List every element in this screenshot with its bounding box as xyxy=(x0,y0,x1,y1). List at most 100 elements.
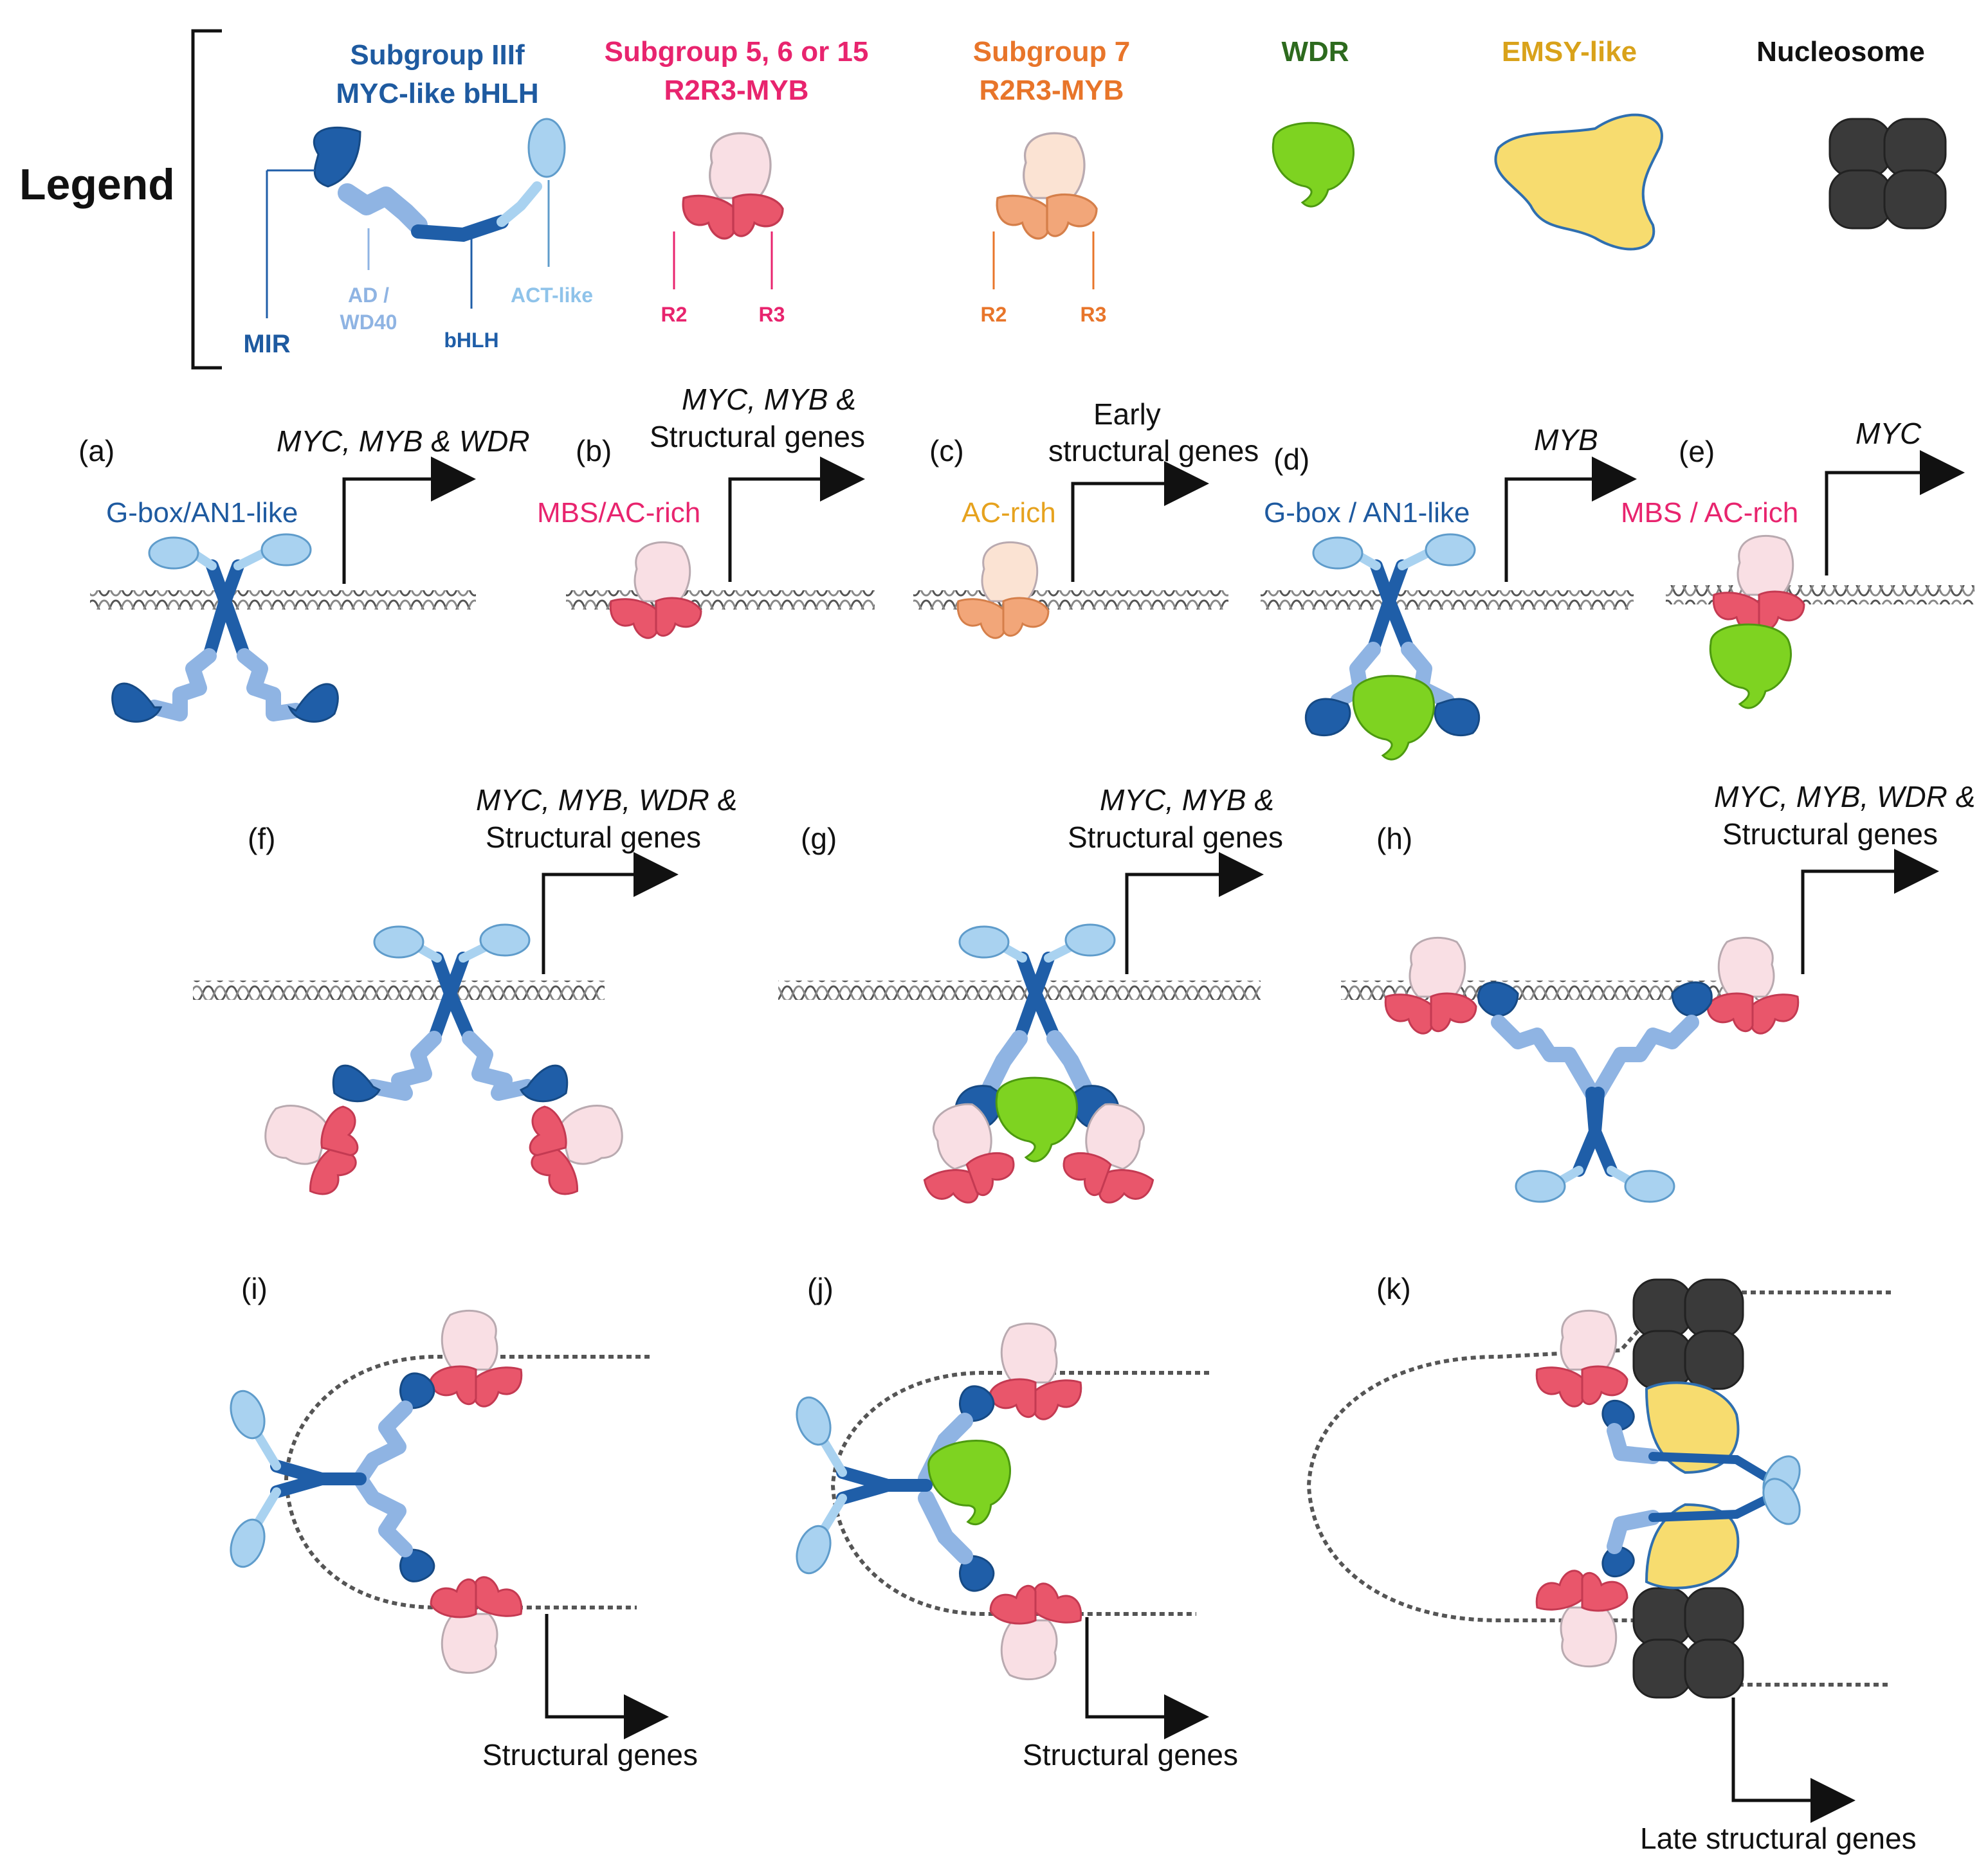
panel-a-myc-dimer xyxy=(111,533,339,723)
panel-c-myb7 xyxy=(956,541,1050,639)
panel-b-label: (b) xyxy=(576,434,612,467)
panel-h-arrow xyxy=(1801,849,1939,974)
panel-e: (e) MYC MBS / AC-rich xyxy=(1621,417,1974,709)
legend-ad-label: AD / xyxy=(348,284,389,307)
panel-i-dna-loop xyxy=(284,1355,650,1609)
panel-f-genes-line2: Structural genes xyxy=(486,820,701,854)
panel-b-motif: MBS/AC-rich xyxy=(537,497,700,529)
panel-i-complex xyxy=(223,1309,523,1674)
panel-d: (d) MYB G-box / AN1-like xyxy=(1261,423,1637,761)
panel-g-genes-line2: Structural genes xyxy=(1068,820,1283,854)
panel-e-genes: MYC xyxy=(1856,417,1922,450)
panel-k-label: (k) xyxy=(1376,1272,1411,1305)
panel-c-arrow xyxy=(1071,461,1209,582)
panel-e-arrow xyxy=(1825,450,1965,575)
panel-e-myb xyxy=(1712,534,1805,633)
panel-e-wdr xyxy=(1709,623,1792,709)
legend-act-label: ACT-like xyxy=(511,284,593,307)
panel-b-arrow xyxy=(728,457,865,582)
panel-j-dna-loop xyxy=(830,1371,1209,1616)
panel-d-label: (d) xyxy=(1273,442,1309,476)
legend-myb7-shape xyxy=(996,132,1098,240)
legend-wdr-title: WDR xyxy=(1281,36,1349,68)
panel-a-label: (a) xyxy=(78,434,114,467)
legend-myb56-title: Subgroup 5, 6 or 15 xyxy=(605,36,869,68)
panel-j: (j) Structural genes xyxy=(789,1272,1238,1771)
panel-g-arrow xyxy=(1125,852,1264,974)
panel-h-complex xyxy=(1384,936,1800,1203)
panel-k-complex xyxy=(1535,1309,1809,1668)
panel-b-genes-line1: MYC, MYB & xyxy=(682,383,856,416)
panel-j-genes: Structural genes xyxy=(1023,1738,1238,1771)
legend-myb56-r3: R3 xyxy=(759,303,785,326)
panel-g: (g) MYC, MYB & Structural genes xyxy=(778,783,1283,1216)
panel-j-complex xyxy=(789,1322,1082,1681)
panel-c-genes-line2: structural genes xyxy=(1048,434,1259,467)
panel-e-dna xyxy=(1666,585,1974,604)
panel-a-dna xyxy=(90,590,476,610)
legend-myc-title: Subgroup IIIf xyxy=(350,39,525,71)
panel-k-nucleosome-top xyxy=(1632,1278,1744,1390)
panel-g-label: (g) xyxy=(801,822,837,855)
panel-i-label: (i) xyxy=(241,1272,268,1305)
panel-a: (a) MYC, MYB & WDR G-box/AN1-like xyxy=(78,424,530,723)
legend-myb7-title: Subgroup 7 xyxy=(973,36,1130,68)
panel-f-complex xyxy=(252,923,635,1202)
panel-h-label: (h) xyxy=(1376,822,1412,855)
panel-c-label: (c) xyxy=(929,434,964,467)
panel-e-label: (e) xyxy=(1679,435,1715,468)
panel-b-genes-line2: Structural genes xyxy=(650,420,865,453)
legend-myc-subtitle: MYC-like bHLH xyxy=(336,78,538,109)
panel-a-arrow xyxy=(342,457,476,584)
panel-e-motif: MBS / AC-rich xyxy=(1621,497,1798,529)
panel-j-arrow xyxy=(1085,1617,1209,1739)
panel-i: (i) Structural genes xyxy=(223,1272,698,1771)
legend-myb56-subtitle: R2R3-MYB xyxy=(664,75,809,106)
legend-emsy-shape xyxy=(1494,113,1663,251)
panel-d-myc-wdr-complex xyxy=(1304,533,1481,761)
panel-i-arrow xyxy=(545,1614,669,1739)
panel-f: (f) MYC, MYB, WDR & Structural genes xyxy=(193,783,737,1202)
legend-nucleosome-shape xyxy=(1828,118,1947,230)
panel-h-genes-line2: Structural genes xyxy=(1722,817,1938,851)
legend-title: Legend xyxy=(19,160,175,209)
panel-a-motif: G-box/AN1-like xyxy=(106,497,298,529)
legend-bracket xyxy=(191,29,222,370)
panel-a-genes: MYC, MYB & WDR xyxy=(277,424,530,458)
panel-k-nucleosome-bottom xyxy=(1632,1587,1744,1699)
panel-f-label: (f) xyxy=(248,822,275,855)
legend-wdr-shape xyxy=(1272,122,1355,208)
panel-k-dna-loop xyxy=(1306,1291,1891,1687)
panel-c: (c) Early structural genes AC-rich xyxy=(913,397,1259,639)
panel-d-dna xyxy=(1261,590,1634,610)
panel-g-complex xyxy=(902,923,1175,1216)
panel-h: (h) MYC, MYB, WDR & Structural genes xyxy=(1341,780,1975,1203)
legend-myb7-r2: R2 xyxy=(981,303,1007,326)
legend-myb56-r2: R2 xyxy=(661,303,688,326)
panel-f-genes-line1: MYC, MYB, WDR & xyxy=(476,783,737,817)
legend-mir-label: MIR xyxy=(243,330,290,358)
panel-h-genes-line1: MYC, MYB, WDR & xyxy=(1714,780,1975,813)
legend-emsy-title: EMSY-like xyxy=(1502,36,1637,68)
panel-b: (b) MYC, MYB & Structural genes MBS/AC-r… xyxy=(537,383,875,639)
panel-g-dna xyxy=(778,981,1261,1000)
panel-d-genes: MYB xyxy=(1534,423,1598,457)
panel-c-genes-line1: Early xyxy=(1093,397,1161,431)
panel-c-motif: AC-rich xyxy=(962,497,1056,529)
panel-i-genes: Structural genes xyxy=(482,1738,698,1771)
panel-k: (k) Late structural genes xyxy=(1306,1272,1917,1855)
panel-k-genes: Late structural genes xyxy=(1640,1822,1917,1855)
panel-f-dna xyxy=(193,981,605,1000)
panel-b-myb xyxy=(609,541,702,639)
legend: Legend Subgroup IIIf MYC-like bHLH MIR A… xyxy=(19,29,1947,370)
legend-myc-shape xyxy=(266,118,566,318)
panel-k-arrow xyxy=(1731,1698,1856,1823)
panel-j-label: (j) xyxy=(807,1272,834,1305)
legend-nucleosome-title: Nucleosome xyxy=(1756,36,1925,68)
legend-myb7-subtitle: R2R3-MYB xyxy=(980,75,1124,106)
panel-d-motif: G-box / AN1-like xyxy=(1264,497,1470,529)
legend-bhlh-label: bHLH xyxy=(444,329,498,352)
legend-wd40-label: WD40 xyxy=(340,311,397,334)
panel-f-arrow xyxy=(542,852,679,974)
